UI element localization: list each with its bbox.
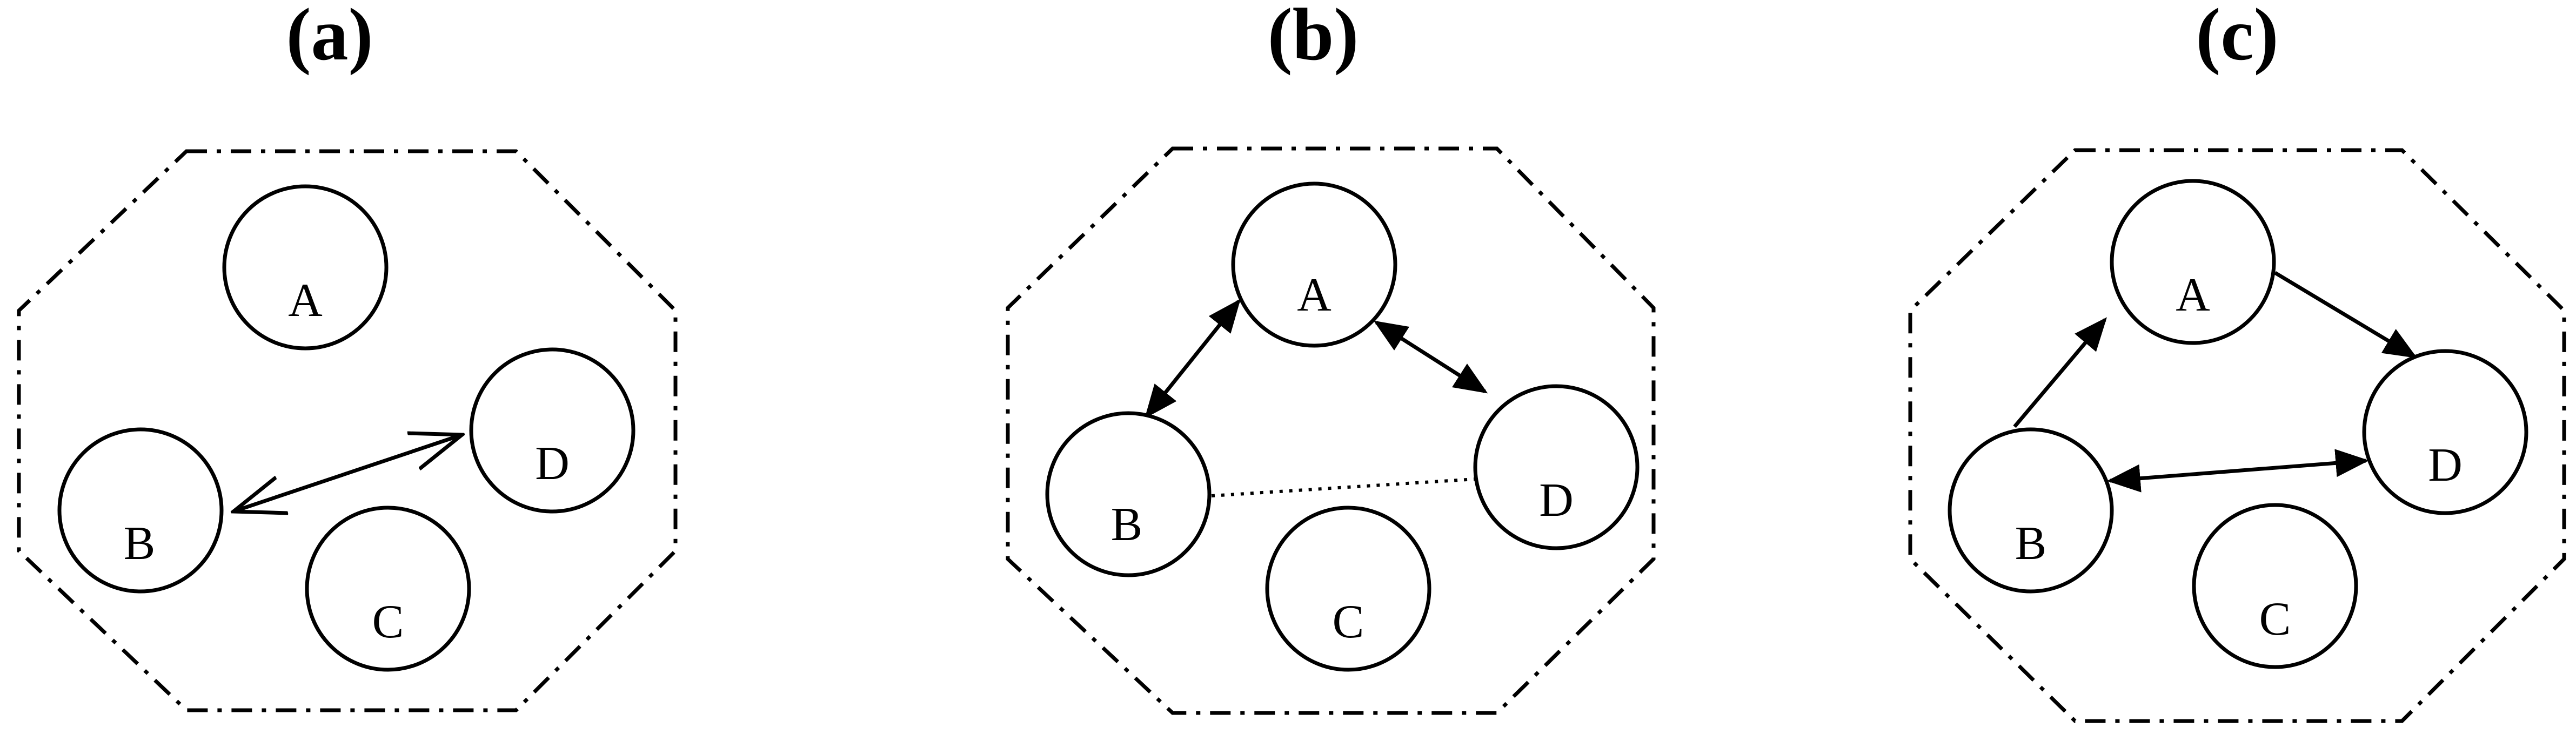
panel-c: (c) A B C D xyxy=(1908,0,2566,723)
node-circle xyxy=(469,347,635,514)
node-circle xyxy=(305,506,471,672)
node-label: D xyxy=(1539,474,1574,527)
node-label: D xyxy=(2428,439,2463,491)
edge-a-d xyxy=(2274,271,2418,359)
node-c: C xyxy=(2192,503,2358,669)
node-c: C xyxy=(1265,506,1431,672)
edge-b-d xyxy=(1211,477,1476,497)
node-label: C xyxy=(2259,593,2291,645)
node-b: B xyxy=(1948,427,2114,594)
node-circle xyxy=(1473,384,1640,550)
panel-label: (a) xyxy=(286,0,373,76)
edge-b-d xyxy=(233,435,462,511)
edge-b-a xyxy=(2013,317,2107,428)
edge-a-b xyxy=(1145,299,1241,419)
node-d: D xyxy=(469,347,635,514)
node-a: A xyxy=(2110,179,2276,345)
edge-a-d xyxy=(1373,320,1488,394)
boundary-octagon xyxy=(1006,146,1656,715)
node-circle xyxy=(2192,503,2358,669)
edges xyxy=(1145,299,1488,497)
node-c: C xyxy=(305,506,471,672)
node-label: B xyxy=(124,517,156,570)
node-label: A xyxy=(2176,269,2210,321)
node-circle xyxy=(1948,427,2114,594)
edge-b-d xyxy=(2106,449,2370,493)
node-label: A xyxy=(288,274,323,327)
node-d: D xyxy=(2362,349,2528,515)
boundary-octagon xyxy=(17,149,678,712)
node-circle xyxy=(2362,349,2528,515)
node-label: B xyxy=(2015,517,2047,570)
panel-label: (c) xyxy=(2196,0,2278,76)
node-d: D xyxy=(1473,384,1640,550)
node-a: A xyxy=(1231,181,1397,348)
panel-a: (a) A B C D xyxy=(17,0,678,712)
node-label: C xyxy=(1333,596,1364,648)
node-a: A xyxy=(222,184,389,351)
node-label: D xyxy=(535,437,570,490)
edges xyxy=(2013,271,2418,493)
node-label: A xyxy=(1297,269,1332,321)
node-circle xyxy=(1045,411,1212,577)
panel-b: (b) A B C D xyxy=(1006,0,1656,715)
boundary-octagon xyxy=(1908,148,2566,723)
node-b: B xyxy=(1045,411,1212,577)
panel-label: (b) xyxy=(1268,0,1359,76)
node-label: C xyxy=(372,596,404,648)
node-circle xyxy=(1265,506,1431,672)
node-circle xyxy=(222,184,389,351)
node-b: B xyxy=(57,427,224,594)
edges xyxy=(233,435,462,511)
node-label: B xyxy=(1111,499,1143,551)
node-circle xyxy=(1231,181,1397,348)
node-circle xyxy=(2110,179,2276,345)
node-circle xyxy=(57,427,224,594)
